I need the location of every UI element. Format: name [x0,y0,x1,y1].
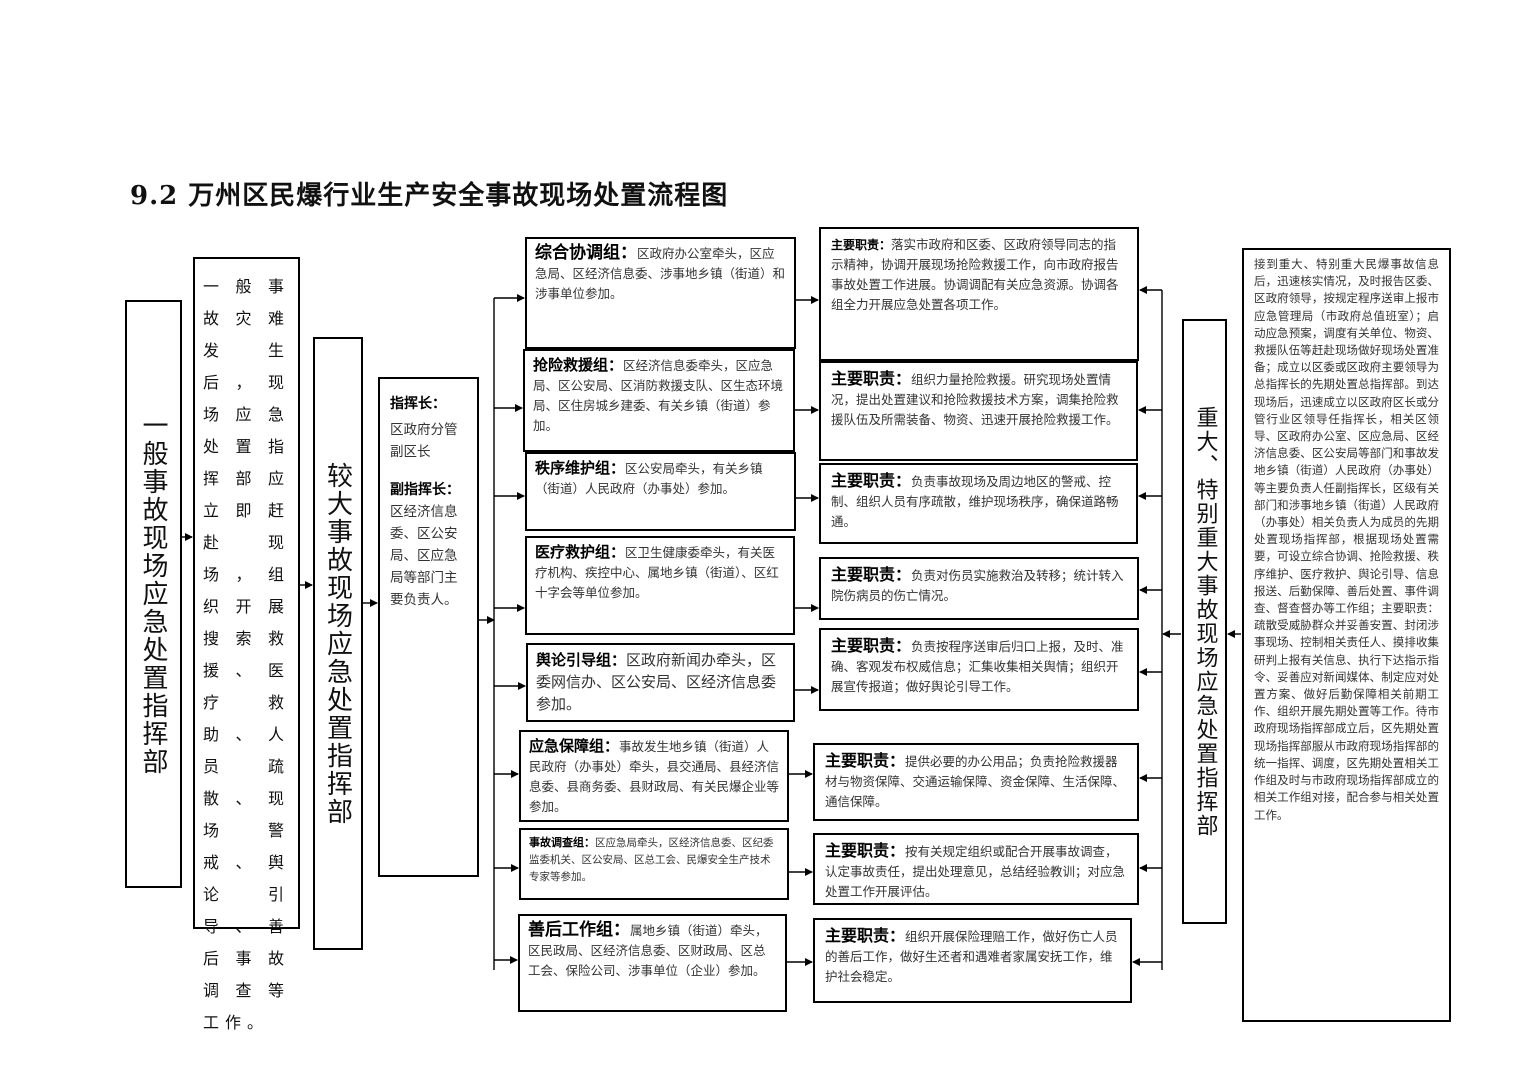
responsibility-label: 主要职责： [831,636,912,655]
responsibility-box: 主要职责：负责事故现场及周边地区的警戒、控制、组织人员有序疏散，维护现场秩序，确… [819,463,1138,544]
responsibility-box: 主要职责：组织开展保险理赔工作，做好伤亡人员的善后工作，做好生还者和遇难者家属安… [813,918,1132,1003]
group-name: 医疗救护组： [535,543,626,561]
group-members: 区公安局牵头，有关乡镇（街道）人民政府（办事处）参加。 [535,461,763,496]
responsibility-label: 主要职责： [825,926,906,945]
general-command-title: 一般事故现场应急处置指挥部 [138,412,168,776]
larger-command-title: 较大事故现场应急处置指挥部 [322,461,353,826]
responsibility-text: 按有关规定组织或配合开展事故调查，认定事故责任，提出处理意见，总结经验教训；对应… [825,844,1126,899]
responsibility-text: 负责按程序送审后归口上报，及时、准确、客观发布权威信息；汇集收集相关舆情；组织开… [831,639,1124,694]
group-name: 事故调查组： [529,836,595,849]
group-members: 区经济信息委牵头，区应急局、区公安局、区消防救援支队、区生态环境局、区住房城乡建… [533,358,784,433]
responsibility-text: 负责对伤员实施救治及转移；统计转入院伤病员的伤亡情况。 [831,568,1124,603]
responsibility-text: 组织开展保险理赔工作，做好伤亡人员的善后工作，做好生还者和遇难者家属安抚工作，维… [825,929,1118,984]
group-box: 舆论引导组：区政府新闻办牵头，区委网信办、区公安局、区经济信息委参加。 [526,643,795,722]
responsibility-box: 主要职责：负责按程序送审后归口上报，及时、准确、客观发布权威信息；汇集收集相关舆… [819,628,1139,711]
group-box: 事故调查组：区应急局牵头，区经济信息委、区纪委监委机关、区公安局、区总工会、民爆… [519,828,789,900]
responsibility-label: 主要职责： [825,751,906,770]
commander-box: 指挥长： 区政府分管副区长 副指挥长： 区经济信息委、区公安局、区应急局等部门主… [378,377,479,877]
responsibility-text: 负责事故现场及周边地区的警戒、控制、组织人员有序疏散，维护现场秩序，确保道路畅通… [831,474,1119,529]
major-description-text: 接到重大、特别重大民爆事故信息后，迅速核实情况，及时报告区委、区政府领导，按规定… [1254,257,1439,822]
general-command-box: 一般事故现场应急处置指挥部 [125,300,182,888]
group-name: 应急保障组： [529,737,620,755]
group-name: 综合协调组： [535,243,637,263]
major-command-title: 重大、特别重大事故现场应急处置指挥部 [1192,405,1218,838]
major-description-box: 接到重大、特别重大民爆事故信息后，迅速核实情况，及时报告区委、区政府领导，按规定… [1242,248,1451,1022]
responsibility-text: 落实市政府和区委、区政府领导同志的指示精神，协调开展现场抢险救援工作，向市政府报… [831,237,1119,312]
larger-command-box: 较大事故现场应急处置指挥部 [313,337,363,950]
major-command-box: 重大、特别重大事故现场应急处置指挥部 [1182,319,1227,924]
responsibility-label: 主要职责： [831,565,912,584]
responsibility-text: 组织力量抢险救援。研究现场处置情况，提出处置建议和抢险救援技术方案，调集抢险救援… [831,372,1119,427]
group-box: 秩序维护组：区公安局牵头，有关乡镇（街道）人民政府（办事处）参加。 [525,452,796,531]
group-box: 综合协调组：区政府办公室牵头，区应急局、区经济信息委、涉事地乡镇（街道）和涉事单… [525,237,796,349]
general-description-box: 一般事故灾难发生后，现场应急处置指挥部应立即赶赴现场，组织开展搜索救援、医疗救助… [193,257,300,1032]
group-name: 舆论引导组： [536,651,627,669]
group-box: 应急保障组：事故发生地乡镇（街道）人民政府（办事处）牵头，县交通局、县经济信息委… [519,730,789,822]
group-members: 区政府新闻办牵头，区委网信办、区公安局、区经济信息委参加。 [536,651,777,713]
responsibility-box: 主要职责：提供必要的办公用品；负责抢险救援器材与物资保障、交通运输保障、资金保障… [813,743,1139,821]
group-name: 抢险救援组： [533,356,624,374]
group-members: 属地乡镇（街道）牵头，区民政局、区经济信息委、区财政局、区总工会、保险公司、涉事… [528,923,768,978]
responsibility-label: 主要职责： [825,841,906,860]
commander-value: 区政府分管副区长 [390,422,458,460]
commander-label: 指挥长： [390,396,446,412]
group-box: 抢险救援组：区经济信息委牵头，区应急局、区公安局、区消防救援支队、区生态环境局、… [523,349,795,452]
deputy-commander-value: 区经济信息委、区公安局、区应急局等部门主要负责人。 [390,504,458,608]
group-name: 善后工作组： [528,920,630,940]
responsibility-box: 主要职责：按有关规定组织或配合开展事故调查，认定事故责任，提出处理意见，总结经验… [813,833,1139,905]
group-box: 善后工作组：属地乡镇（街道）牵头，区民政局、区经济信息委、区财政局、区总工会、保… [518,914,787,1012]
deputy-commander-label: 副指挥长： [390,482,460,498]
responsibility-box: 主要职责：组织力量抢险救援。研究现场处置情况，提出处置建议和抢险救援技术方案，调… [819,361,1138,461]
responsibility-box: 主要职责：落实市政府和区委、区政府领导同志的指示精神，协调开展现场抢险救援工作，… [819,227,1139,361]
general-description-text: 一般事故灾难发生后，现场应急处置指挥部应立即赶赴现场，组织开展搜索救援、医疗救助… [203,277,290,1032]
responsibility-label: 主要职责： [831,238,892,252]
responsibility-label: 主要职责： [831,369,912,388]
group-members: 区卫生健康委牵头，有关医疗机构、疾控中心、属地乡镇（街道）、区红十字会等单位参加… [535,545,779,600]
group-members: 事故发生地乡镇（街道）人民政府（办事处）牵头，县交通局、县经济信息委、县商务委、… [529,739,780,814]
responsibility-text: 提供必要的办公用品；负责抢险救援器材与物资保障、交通运输保障、资金保障、生活保障… [825,754,1126,809]
responsibility-label: 主要职责： [831,471,912,490]
group-box: 医疗救护组：区卫生健康委牵头，有关医疗机构、疾控中心、属地乡镇（街道）、区红十字… [525,536,795,635]
responsibility-box: 主要职责：负责对伤员实施救治及转移；统计转入院伤病员的伤亡情况。 [819,557,1139,620]
page-title: 9.2 万州区民爆行业生产安全事故现场处置流程图 [130,181,729,211]
group-members: 区应急局牵头，区经济信息委、区纪委监委机关、区公安局、区总工会、民爆安全生产技术… [529,837,774,883]
group-name: 秩序维护组： [535,459,626,477]
group-members: 区政府办公室牵头，区应急局、区经济信息委、涉事地乡镇（街道）和涉事单位参加。 [535,246,786,301]
